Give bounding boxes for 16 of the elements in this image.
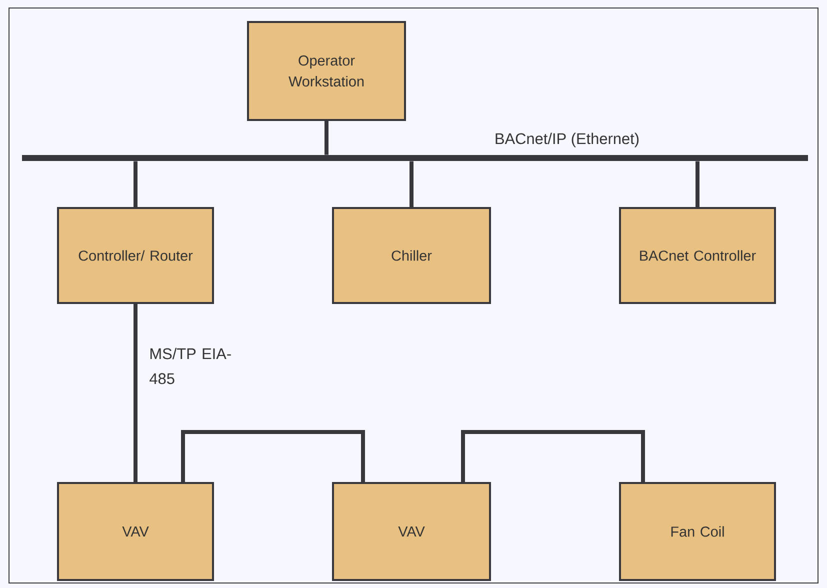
device-box: VAV [57,482,214,581]
device-box: Operator Workstation [247,21,406,121]
connector-line [461,430,645,482]
connector-line [696,161,700,207]
connector-line [134,161,138,207]
device-box: Fan Coil [619,482,776,581]
connector-line [181,430,365,482]
connector-line [134,304,138,482]
device-box: BACnet Controller [619,207,776,304]
device-box: Chiller [332,207,491,304]
connector-line [324,121,328,155]
device-box: VAV [332,482,491,581]
device-box: Controller/ Router [57,207,214,304]
bus-label: BACnet/IP (Ethernet) [496,132,639,148]
edge-label: MS/TP EIA-485 [150,348,231,384]
connector-line [410,161,414,207]
